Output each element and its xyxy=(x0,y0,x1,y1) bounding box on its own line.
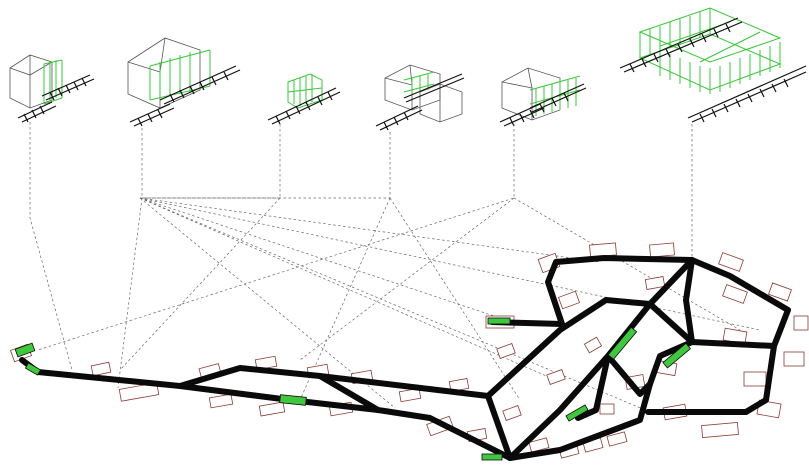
plot xyxy=(496,343,516,359)
plot xyxy=(649,242,675,258)
plot xyxy=(793,315,809,331)
highlight-segment xyxy=(481,453,503,461)
plot xyxy=(258,401,286,417)
plot xyxy=(768,282,792,302)
plot xyxy=(722,284,748,304)
road-west-branch xyxy=(177,373,381,413)
building-type-6 xyxy=(619,7,807,123)
highlight-segment xyxy=(487,317,511,325)
building-type-1 xyxy=(9,54,95,123)
highlight-segment xyxy=(607,326,638,360)
plot xyxy=(546,369,566,385)
leader-lines xyxy=(29,122,761,413)
highlighted-segments xyxy=(14,317,691,461)
road-cross-4 xyxy=(575,353,653,421)
plot xyxy=(589,242,617,258)
plot xyxy=(557,290,581,310)
plot xyxy=(718,252,744,272)
road-east xyxy=(689,257,791,349)
highlight-segment xyxy=(14,342,36,358)
road-cross-2 xyxy=(647,301,695,345)
plot xyxy=(398,387,422,403)
main-road xyxy=(19,339,777,461)
building-type-2 xyxy=(127,37,241,127)
plot xyxy=(528,437,550,453)
plot xyxy=(208,393,234,409)
building-type-4 xyxy=(375,64,465,131)
highlight-segment xyxy=(662,342,691,369)
plot xyxy=(644,276,666,290)
road-southwest xyxy=(375,407,513,461)
plot xyxy=(599,403,615,415)
plot xyxy=(606,431,628,447)
highlight-segment xyxy=(24,362,42,376)
plot xyxy=(743,371,767,387)
building-type-3 xyxy=(267,73,341,125)
road-cross-3 xyxy=(683,257,695,345)
plot xyxy=(118,382,160,402)
plot xyxy=(90,361,112,377)
plot xyxy=(701,422,739,438)
plot xyxy=(502,405,522,421)
plot xyxy=(783,351,805,367)
highlight-segment xyxy=(279,394,307,406)
highlight-segment xyxy=(565,404,589,422)
plot xyxy=(583,336,603,354)
building-type-5 xyxy=(499,67,587,127)
